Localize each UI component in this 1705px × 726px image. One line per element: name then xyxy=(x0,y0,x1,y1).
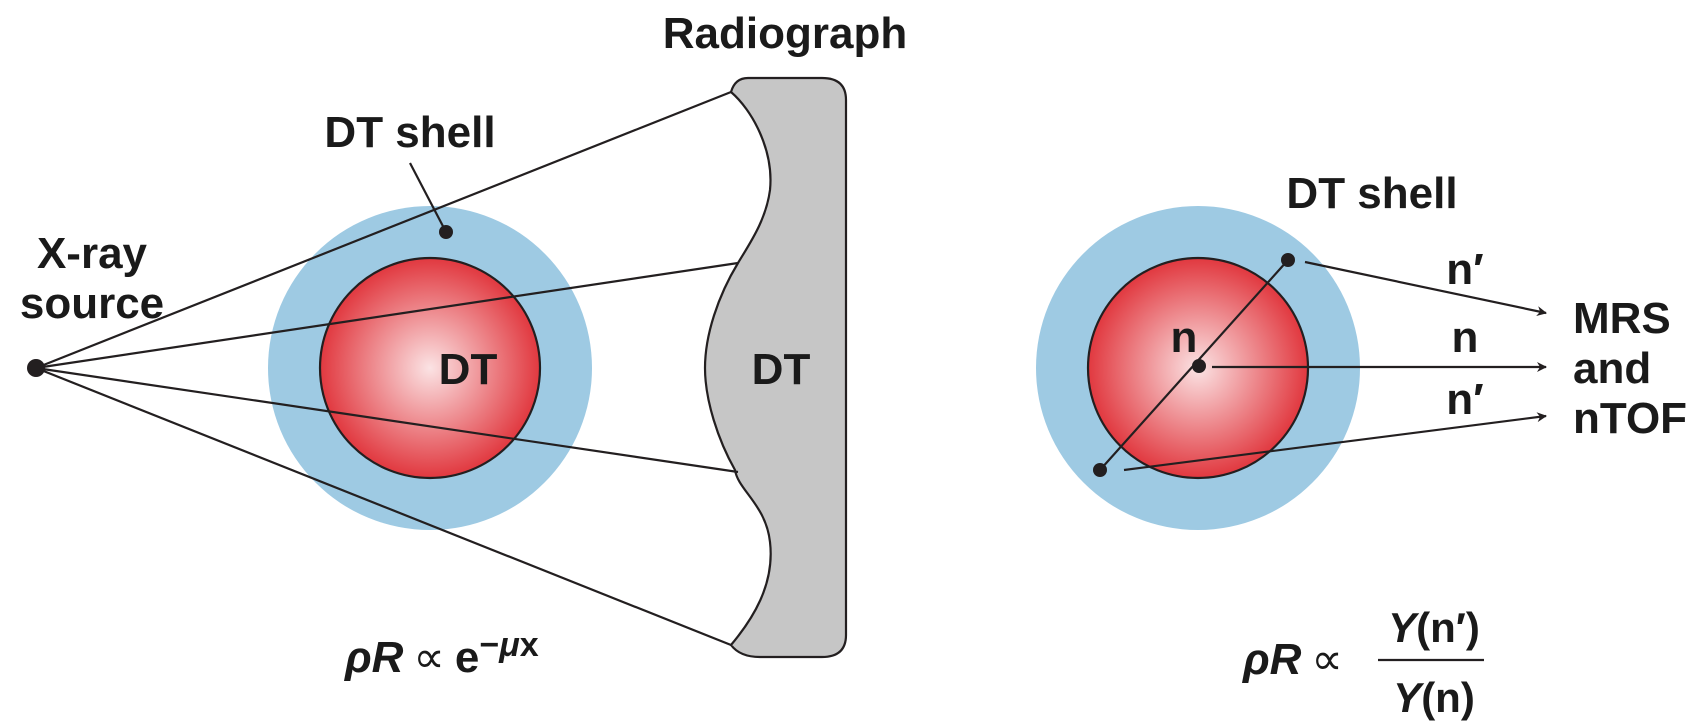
right-core-label: n xyxy=(1171,313,1198,362)
left-formula-exp-minus: − xyxy=(479,626,499,664)
arrow-label-top: n′ xyxy=(1446,245,1483,294)
left-formula-rho: ρ xyxy=(343,633,372,682)
right-formula-denominator: Y(n) xyxy=(1393,674,1475,721)
xray-source-label-line1: X-ray xyxy=(37,229,148,278)
right-formula-numerator: Y(n′) xyxy=(1388,604,1480,651)
detector-label-line1: MRS xyxy=(1573,294,1671,343)
right-formula-prop: ∝ xyxy=(1311,635,1342,684)
detector-label-line3: nTOF xyxy=(1573,394,1687,443)
arrow-scattered-bottom xyxy=(1123,412,1547,472)
xray-source-label-line2: source xyxy=(20,279,164,328)
detector-label-line2: and xyxy=(1573,344,1651,393)
right-shell-label: DT shell xyxy=(1286,169,1457,218)
scatter-point-top xyxy=(1281,253,1295,267)
right-panel: DT shell n n′ n n′ MRS and nTOF ρR∝ Y(n′… xyxy=(1036,169,1687,721)
shell-pointer-line xyxy=(409,162,447,233)
left-formula-exp-x: x xyxy=(520,626,539,664)
arrow-label-bottom: n′ xyxy=(1446,375,1483,424)
shell-pointer-dot xyxy=(439,225,453,239)
xray-beam-4 xyxy=(35,366,732,647)
xray-source-point xyxy=(27,359,45,377)
radiograph-plate xyxy=(703,76,848,659)
radiograph-dt-label: DT xyxy=(752,345,811,394)
right-formula-R: R xyxy=(1270,635,1302,684)
left-formula-prop: ∝ xyxy=(413,633,444,682)
neutron-origin-point xyxy=(1192,359,1206,373)
left-dt-core xyxy=(318,256,542,480)
right-formula-lhs: ρR∝ xyxy=(1241,635,1343,684)
left-core-label: DT xyxy=(439,345,498,394)
right-formula-den-arg: (n) xyxy=(1421,674,1475,721)
left-shell-label: DT shell xyxy=(324,108,495,157)
left-panel: Radiograph DT shell X-ray source DT DT ρ… xyxy=(20,9,907,682)
right-formula-num-Y: Y xyxy=(1388,604,1420,651)
xray-beam-1 xyxy=(35,90,732,370)
left-formula-R: R xyxy=(372,633,404,682)
left-formula: ρR∝e−μx xyxy=(343,626,539,682)
right-formula-den-Y: Y xyxy=(1393,674,1425,721)
left-formula-base: e xyxy=(455,633,479,682)
radiograph-title: Radiograph xyxy=(663,9,907,58)
right-formula-num-arg: (n′) xyxy=(1416,604,1480,651)
xray-beam-3 xyxy=(35,366,739,474)
scatter-point-bottom xyxy=(1093,463,1107,477)
arrow-label-middle: n xyxy=(1452,313,1479,362)
right-formula-rho: ρ xyxy=(1241,635,1270,684)
xray-beam-2 xyxy=(35,261,739,370)
left-formula-exp-mu: μ xyxy=(498,626,520,664)
arrow-scattered-top xyxy=(1304,260,1547,317)
